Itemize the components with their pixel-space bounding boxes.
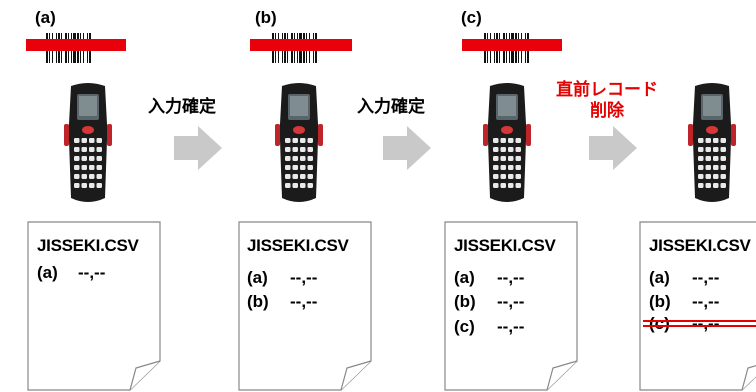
- record-value: --,--: [497, 317, 525, 336]
- csv-document: [444, 221, 578, 391]
- record-value: --,--: [78, 263, 106, 282]
- record-key: (a): [247, 268, 268, 287]
- handheld-scanner-icon: [483, 83, 531, 202]
- record-value: --,--: [290, 268, 318, 287]
- handheld-scanner-icon: [64, 83, 112, 202]
- record-key: (a): [649, 268, 670, 287]
- record-value: --,--: [692, 292, 720, 311]
- record-key: (b): [454, 292, 476, 311]
- transition-label-1: 入力確定: [148, 92, 216, 117]
- arrow-right-icon: [383, 126, 431, 170]
- step-label-b: (b): [255, 8, 277, 27]
- transition-text: 入力確定: [357, 97, 425, 116]
- deleted-record-value: --,--: [692, 314, 720, 333]
- record-key: (a): [454, 268, 475, 287]
- transition-text: 入力確定: [148, 97, 216, 116]
- scan-line: [26, 39, 126, 51]
- deleted-record-key: (c): [649, 314, 670, 333]
- record-key: (b): [247, 292, 269, 311]
- csv-document: [639, 221, 756, 391]
- record-value: --,--: [692, 268, 720, 287]
- scan-line: [250, 39, 352, 51]
- strikethrough-line: [643, 325, 756, 327]
- transition-text: 削除: [590, 101, 624, 120]
- csv-document: [27, 221, 161, 391]
- strikethrough-line: [643, 320, 756, 322]
- file-name: JISSEKI.CSV: [454, 236, 556, 255]
- record-value: --,--: [290, 292, 318, 311]
- scan-line: [462, 39, 562, 51]
- handheld-scanner-icon: [688, 83, 736, 202]
- file-name: JISSEKI.CSV: [649, 236, 751, 255]
- transition-label-2: 入力確定: [357, 92, 425, 117]
- file-name: JISSEKI.CSV: [247, 236, 349, 255]
- arrow-right-icon: [589, 126, 637, 170]
- step-label-a: (a): [35, 8, 56, 27]
- file-name: JISSEKI.CSV: [37, 236, 139, 255]
- record-key: (b): [649, 292, 671, 311]
- arrow-right-icon: [174, 126, 222, 170]
- transition-label-delete: 直前レコード 削除: [556, 79, 658, 121]
- step-label-c: (c): [461, 8, 482, 27]
- record-value: --,--: [497, 292, 525, 311]
- handheld-scanner-icon: [275, 83, 323, 202]
- record-value: --,--: [497, 268, 525, 287]
- record-key: (c): [454, 317, 475, 336]
- record-key: (a): [37, 263, 58, 282]
- transition-text: 直前レコード: [556, 80, 658, 99]
- csv-document: [238, 221, 372, 391]
